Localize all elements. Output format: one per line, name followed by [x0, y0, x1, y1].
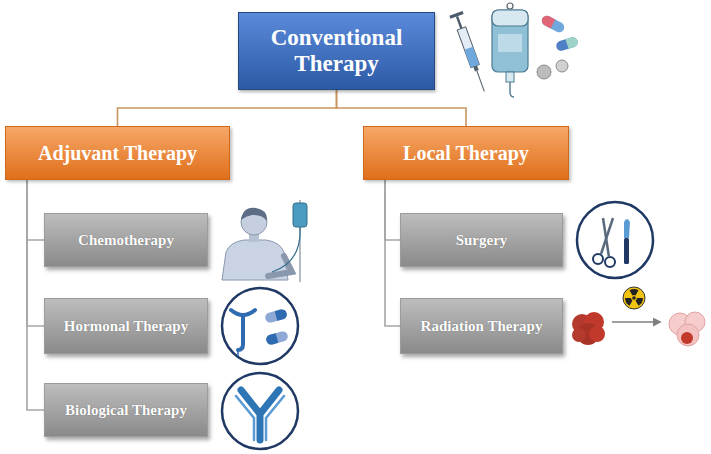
- radiation-illustration-part: [681, 332, 693, 344]
- hormone-icon-part: [238, 316, 243, 350]
- box-label: Surgery: [456, 232, 508, 249]
- patient-illustration: [222, 200, 307, 282]
- therapy-box: Hormonal Therapy: [44, 298, 208, 354]
- tree-connector: [385, 180, 400, 326]
- therapy-box: Chemotherapy: [44, 213, 208, 267]
- tree-connector: [118, 90, 337, 126]
- pills-icon-part: [556, 60, 568, 72]
- radiation-illustration-part: [612, 321, 660, 323]
- pills-icon-part: [555, 36, 579, 52]
- pills-icon-part: [537, 65, 551, 79]
- surgery-icon-part: [603, 218, 609, 257]
- syringe-icon-part: [464, 47, 479, 68]
- patient-illustration-part: [241, 208, 267, 221]
- radiation-illustration-part: [625, 298, 633, 306]
- iv-bag-icon-part: [507, 3, 513, 9]
- box-label: Adjuvant Therapy: [38, 142, 197, 165]
- tree-connector: [337, 90, 467, 126]
- hormone-icon: [222, 288, 298, 364]
- pills-icon-part-part: [540, 14, 566, 34]
- box-label: Local Therapy: [403, 142, 529, 165]
- pills-icon: [537, 14, 579, 79]
- antibody-icon-part: [222, 373, 298, 449]
- antibody-icon-part: [241, 390, 279, 440]
- syringe-icon-part: [473, 65, 478, 71]
- hormone-icon-part: [264, 308, 288, 323]
- therapy-box: Surgery: [400, 213, 563, 267]
- patient-illustration-part: [293, 203, 307, 227]
- box-label: Chemotherapy: [78, 232, 174, 249]
- hormone-icon-part-part: [275, 308, 288, 321]
- hormone-icon-part: [237, 350, 239, 356]
- syringe-icon-part: [457, 27, 479, 68]
- surgery-icon-part: [605, 257, 615, 267]
- antibody-icon-part: [236, 396, 284, 440]
- tree-connector: [27, 180, 44, 326]
- box-label: Conventional Therapy: [261, 25, 412, 78]
- iv-bag-icon-part: [498, 34, 522, 52]
- hormone-icon-part-part: [265, 330, 289, 345]
- box-label: Hormonal Therapy: [64, 318, 188, 335]
- iv-bag-icon-part: [492, 10, 528, 72]
- surgery-icon-part: [624, 219, 630, 238]
- surgery-icon-part: [624, 238, 629, 264]
- iv-bag-icon: [492, 3, 528, 97]
- surgery-icon-part: [593, 254, 603, 264]
- patient-illustration-part: [272, 227, 300, 272]
- therapy-box: Biological Therapy: [44, 383, 208, 437]
- radiation-illustration-part: [623, 287, 645, 309]
- iv-bag-icon-part: [510, 82, 514, 97]
- radiation-illustration-part: [632, 296, 636, 300]
- syringe-icon: [449, 11, 491, 94]
- syringe-icon-part: [456, 16, 463, 30]
- box-label: Radiation Therapy: [421, 318, 543, 335]
- radiation-illustration-part: [636, 298, 644, 306]
- tree-connector: [27, 180, 44, 240]
- category-box: Local Therapy: [363, 126, 569, 180]
- radiation-illustration-part: [589, 326, 605, 342]
- box-label: Biological Therapy: [65, 402, 187, 419]
- hormone-icon-part: [265, 330, 289, 345]
- tree-connector: [27, 180, 44, 410]
- pills-icon-part-part: [540, 14, 555, 28]
- iv-bag-icon-part: [492, 10, 528, 26]
- radiation-illustration-part: [572, 328, 586, 342]
- therapy-box: Radiation Therapy: [400, 298, 563, 354]
- radiation-illustration-part: [630, 289, 639, 295]
- tree-connector: [385, 180, 400, 240]
- hormone-icon-part: [222, 288, 298, 364]
- antibody-icon: [222, 373, 298, 449]
- root-box: Conventional Therapy: [238, 12, 435, 90]
- pills-icon-part: [540, 14, 566, 34]
- radiation-illustration: [572, 287, 705, 346]
- surgery-icon: [577, 202, 653, 278]
- pills-icon-part-part: [565, 36, 579, 49]
- hormone-icon-part-part: [265, 333, 278, 346]
- patient-illustration-part: [268, 256, 292, 276]
- syringe-icon-part: [477, 71, 485, 92]
- hormone-icon-part-part: [264, 308, 288, 323]
- category-box: Adjuvant Therapy: [5, 126, 230, 180]
- iv-bag-icon-part: [506, 72, 514, 82]
- pills-icon-part-part: [555, 36, 579, 52]
- surgery-icon-part: [577, 202, 653, 278]
- radiation-illustration-part: [677, 324, 699, 346]
